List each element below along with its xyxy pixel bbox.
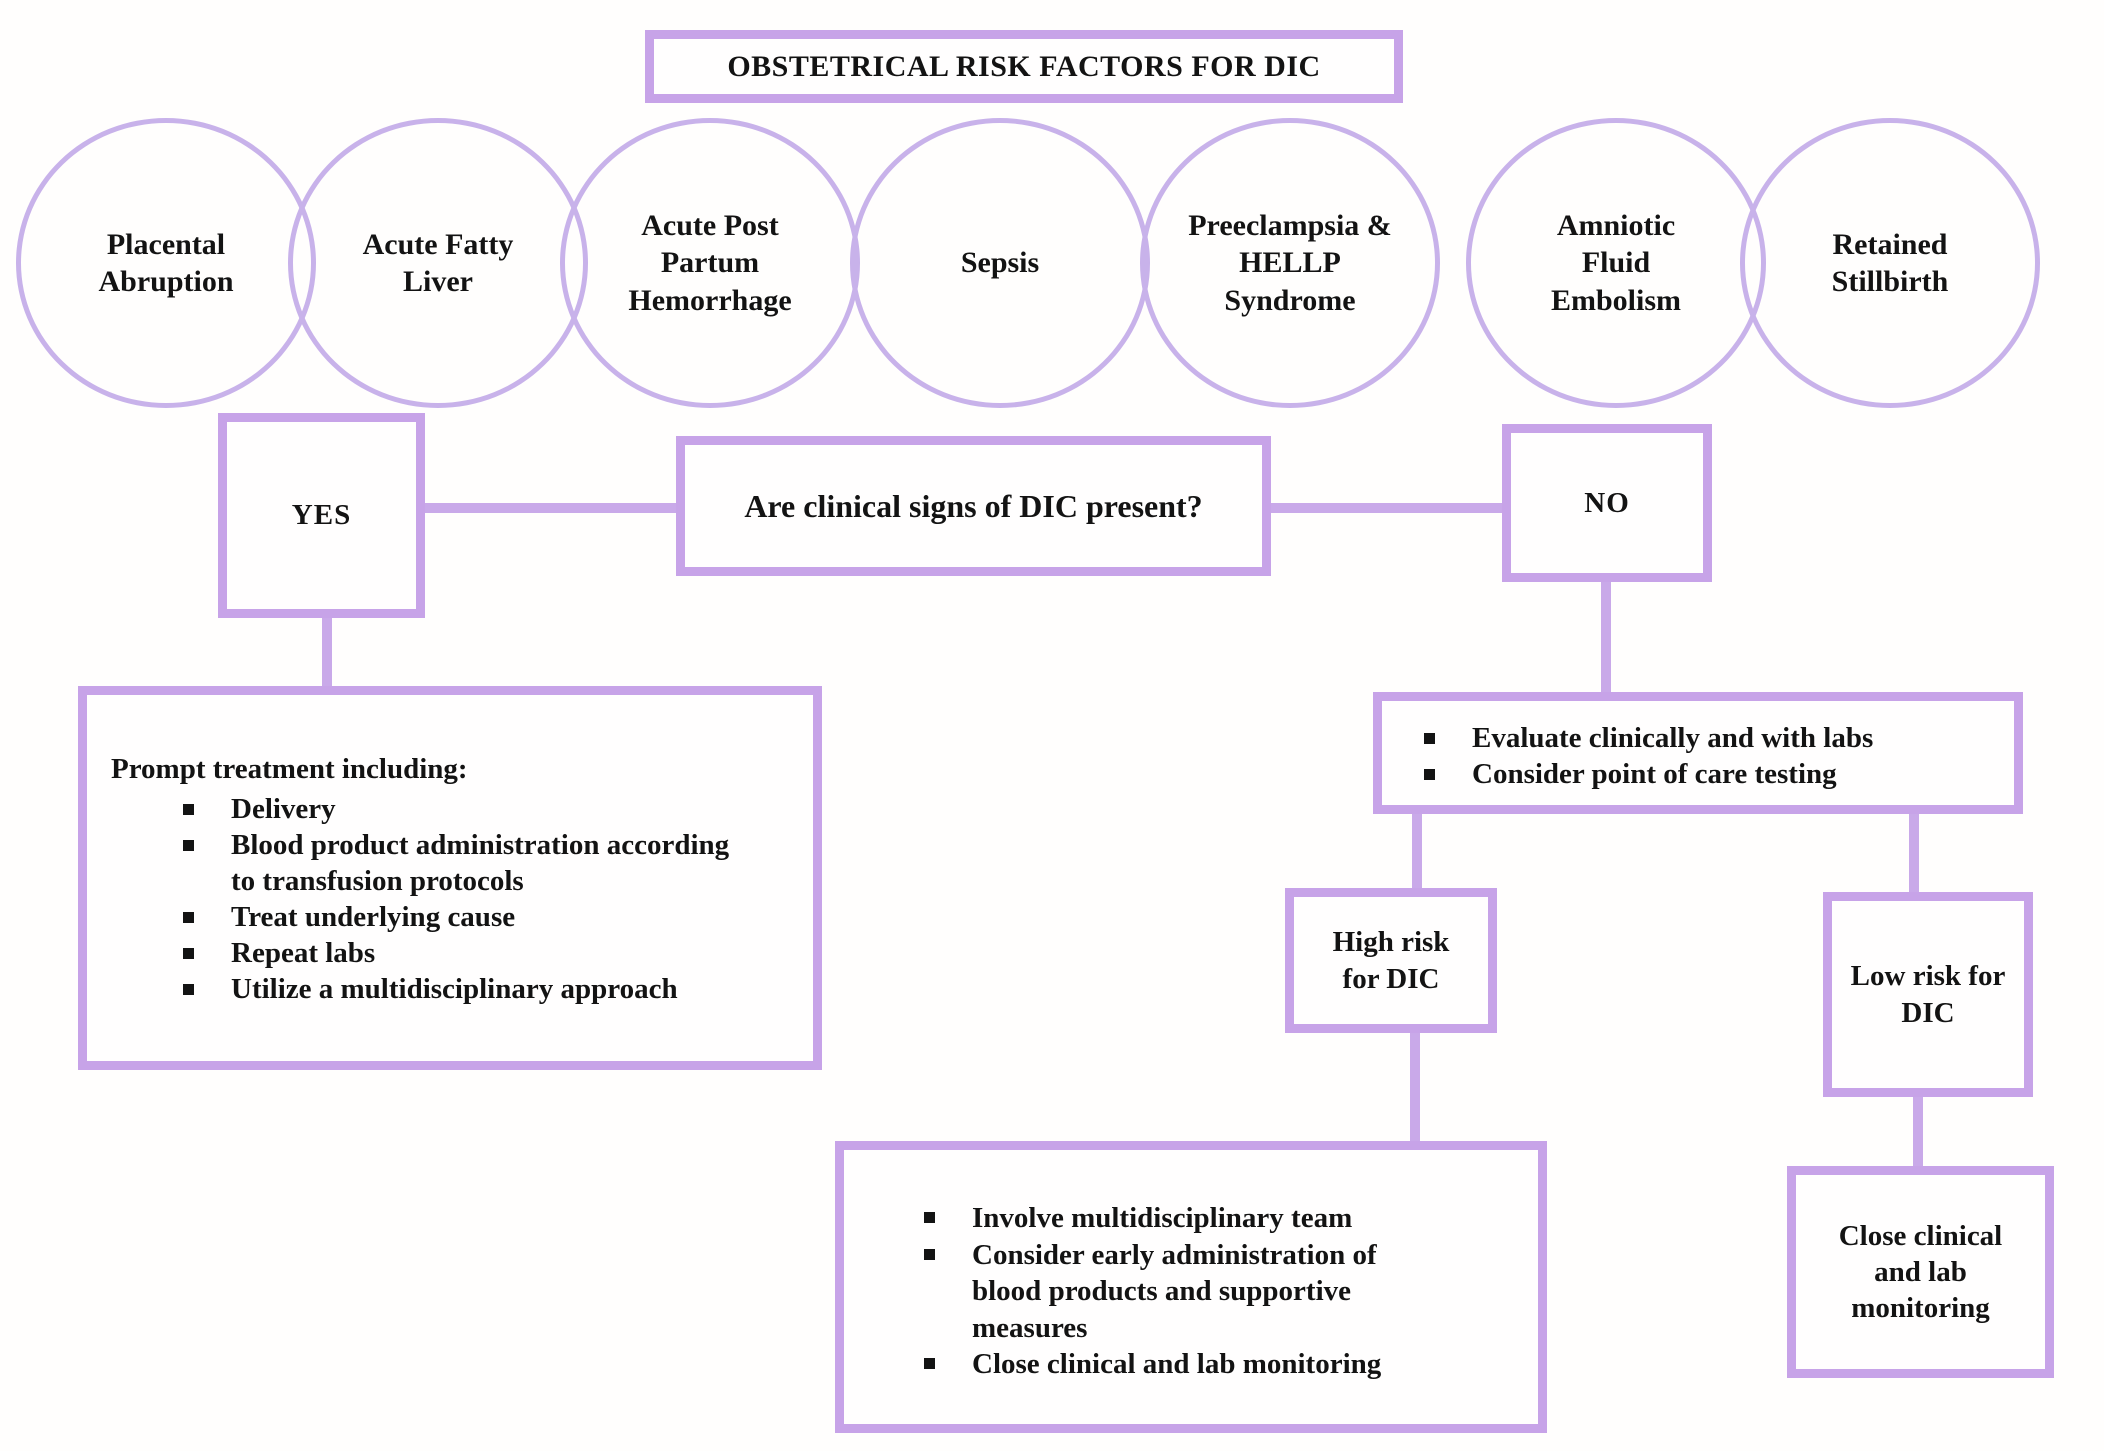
risk-factor-circle-placental-abruption: Placental Abruption <box>16 118 316 408</box>
bullet-square-icon <box>1424 768 1435 780</box>
bullet-square-icon <box>183 839 194 851</box>
low-risk-monitoring-box: Close clinical and lab monitoring <box>1787 1166 2054 1378</box>
bullet-square-icon <box>183 911 194 923</box>
bullet-square-icon <box>183 804 194 815</box>
connector-yes-to-question <box>425 503 676 513</box>
page-title: OBSTETRICAL RISK FACTORS FOR DIC <box>727 49 1321 83</box>
list-item: Close clinical and lab monitoring <box>922 1346 1442 1383</box>
high-risk-actions-list: Involve multidisciplinary team Consider … <box>844 1200 1528 1383</box>
low-risk-label: Low risk for DIC <box>1850 960 2006 1029</box>
bullet-text: Utilize a multidisciplinary approach <box>231 972 678 1005</box>
list-item: Blood product administration according t… <box>181 828 751 900</box>
bullet-square-icon <box>183 947 194 959</box>
connector-evaluation-to-high-risk <box>1412 812 1422 892</box>
question-box: Are clinical signs of DIC present? <box>676 436 1271 576</box>
bullet-text: Repeat labs <box>231 936 376 969</box>
bullet-text: Involve multidisciplinary team <box>972 1202 1353 1234</box>
risk-factor-circle-postpartum-hemorrhage: Acute Post Partum Hemorrhage <box>560 118 860 408</box>
risk-factor-circle-sepsis: Sepsis <box>850 118 1150 408</box>
list-item: Consider early administration of blood p… <box>922 1237 1442 1347</box>
low-risk-box: Low risk for DIC <box>1823 892 2033 1097</box>
risk-factor-label: Amniotic Fluid Embolism <box>1550 208 1682 317</box>
bullet-text: Treat underlying cause <box>231 900 516 933</box>
list-item: Treat underlying cause <box>181 900 751 936</box>
title-box: OBSTETRICAL RISK FACTORS FOR DIC <box>645 30 1403 103</box>
low-risk-monitoring-text: Close clinical and lab monitoring <box>1838 1219 2003 1325</box>
bullet-text: Delivery <box>231 793 336 825</box>
yes-box: YES <box>218 413 425 618</box>
list-item: Involve multidisciplinary team <box>922 1200 1442 1237</box>
list-item: Utilize a multidisciplinary approach <box>181 972 751 1008</box>
risk-factor-label: Placental Abruption <box>98 227 234 299</box>
bullet-text: Consider point of care testing <box>1472 757 1837 790</box>
bullet-square-icon <box>924 1212 935 1223</box>
high-risk-label: High risk for DIC <box>1332 926 1450 995</box>
bullet-text: Close clinical and lab monitoring <box>972 1348 1382 1381</box>
bullet-square-icon <box>183 983 194 995</box>
evaluation-list: Evaluate clinically and with labs Consid… <box>1412 721 2004 793</box>
list-item: Repeat labs <box>181 936 751 972</box>
list-item: Delivery <box>181 792 751 828</box>
risk-factor-label: Sepsis <box>960 246 1040 280</box>
high-risk-actions-box: Involve multidisciplinary team Consider … <box>835 1141 1547 1433</box>
question-text: Are clinical signs of DIC present? <box>744 487 1203 524</box>
connector-no-to-evaluation <box>1601 580 1611 696</box>
bullet-text: Blood product administration according t… <box>231 828 730 897</box>
bullet-square-icon <box>924 1358 935 1370</box>
connector-yes-to-treatment <box>322 616 332 690</box>
no-box: NO <box>1502 424 1712 582</box>
risk-factor-circle-acute-fatty-liver: Acute Fatty Liver <box>288 118 588 408</box>
risk-factor-label: Acute Fatty Liver <box>362 227 514 299</box>
bullet-text: Evaluate clinically and with labs <box>1472 722 1874 754</box>
connector-question-to-no <box>1271 503 1502 513</box>
connector-low-risk-to-monitoring <box>1913 1095 1923 1170</box>
connector-high-risk-to-actions <box>1410 1031 1420 1145</box>
risk-factor-circle-amniotic-fluid-embolism: Amniotic Fluid Embolism <box>1466 118 1766 408</box>
evaluation-box: Evaluate clinically and with labs Consid… <box>1373 692 2023 814</box>
prompt-treatment-box: Prompt treatment including: Delivery Blo… <box>78 686 822 1070</box>
risk-factor-label: Retained Stillbirth <box>1831 227 1949 299</box>
bullet-text: Consider early administration of blood p… <box>972 1238 1377 1344</box>
yes-label: YES <box>291 499 352 531</box>
risk-factor-label: Preeclampsia & HELLP Syndrome <box>1188 208 1392 317</box>
no-label: NO <box>1584 486 1630 519</box>
bullet-square-icon <box>924 1248 935 1260</box>
list-item: Evaluate clinically and with labs <box>1422 721 2004 757</box>
list-item: Consider point of care testing <box>1422 757 2004 793</box>
prompt-treatment-list: Delivery Blood product administration ac… <box>111 792 793 1008</box>
risk-factor-label: Acute Post Partum Hemorrhage <box>628 208 792 317</box>
prompt-treatment-heading: Prompt treatment including: <box>111 753 468 785</box>
high-risk-box: High risk for DIC <box>1285 888 1497 1033</box>
bullet-square-icon <box>1424 733 1435 744</box>
connector-evaluation-to-low-risk <box>1909 812 1919 896</box>
risk-factor-circle-retained-stillbirth: Retained Stillbirth <box>1740 118 2040 408</box>
risk-factor-circle-preeclampsia-hellp: Preeclampsia & HELLP Syndrome <box>1140 118 1440 408</box>
